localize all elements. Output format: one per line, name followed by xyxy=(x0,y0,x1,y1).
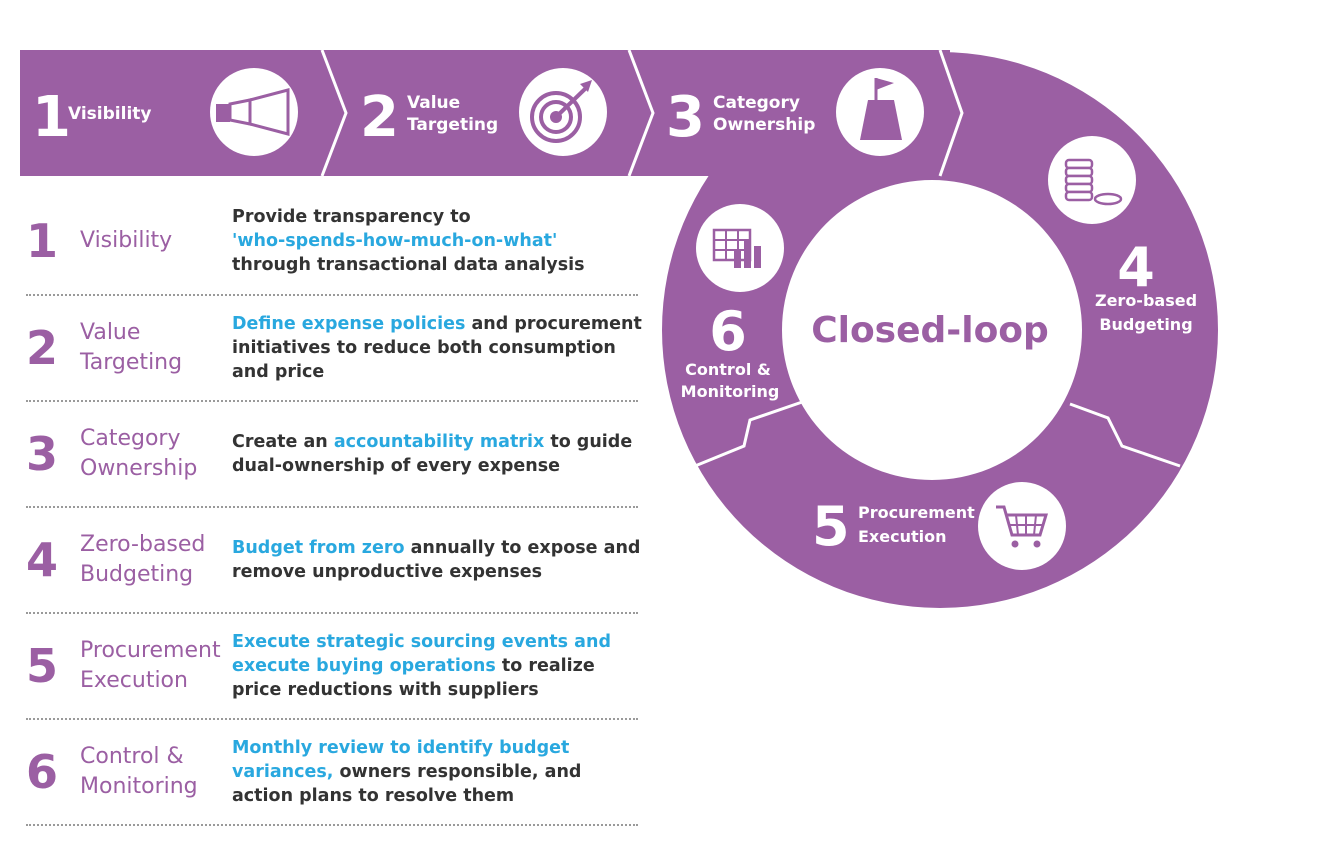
desc-line: through transactional data analysis xyxy=(232,255,585,275)
step-row-name: Zero-based Budgeting xyxy=(80,508,230,612)
desc-highlight: Define expense policies xyxy=(232,314,466,334)
step-row-description: Provide transparency to 'who-spends-how-… xyxy=(232,188,642,294)
step-row-6: 6 Control & Monitoring Monthly review to… xyxy=(26,720,638,826)
banner-step-1-number: 1 xyxy=(32,85,71,150)
loop-step-6-label-line-2: Monitoring xyxy=(681,382,780,401)
step-row-number: 6 xyxy=(26,745,59,799)
ring-divider-5-6 xyxy=(694,398,809,468)
loop-step-6-label-line-1: Control & xyxy=(685,360,771,379)
step-row-name-line: Monitoring xyxy=(80,774,198,799)
banner-step-2-label-line-1: Value xyxy=(407,93,460,113)
center-label: Closed-loop xyxy=(811,310,1049,351)
step-row-number: 5 xyxy=(26,639,59,693)
step-row-name: Control & Monitoring xyxy=(80,720,230,824)
step-row-name-line: Procurement xyxy=(80,638,221,663)
step-row-number: 2 xyxy=(26,321,59,375)
step-row-1: 1 Visibility Provide transparency to 'wh… xyxy=(26,188,638,296)
banner-step-3-label-line-1: Category xyxy=(713,93,800,113)
banner-divider-1 xyxy=(320,49,348,177)
step-row-name: Visibility xyxy=(80,188,230,294)
desc-text: annually to expose and remove unproducti… xyxy=(232,538,641,582)
banner-divider-2 xyxy=(627,49,655,177)
target-icon xyxy=(519,68,607,156)
step-row-description: Create an accountability matrix to guide… xyxy=(232,402,642,506)
step-row-name-line: Targeting xyxy=(80,350,183,375)
desc-text: and procurement initiatives to reduce bo… xyxy=(232,314,642,382)
desc-highlight: Budget from zero xyxy=(232,538,405,558)
loop-step-4-label-line-1: Zero-based xyxy=(1095,291,1197,310)
loop-step-4-label-line-2: Budgeting xyxy=(1099,315,1192,334)
desc-text: owners responsible, and action plans to … xyxy=(232,762,582,806)
coins-icon xyxy=(1048,136,1136,224)
loop-step-5-label-line-1: Procurement xyxy=(858,503,975,522)
desc-line-highlight: 'who-spends-how-much-on-what' xyxy=(232,231,558,251)
step-row-2: 2 Value Targeting Define expense policie… xyxy=(26,296,642,402)
step-row-name-line: Execution xyxy=(80,668,188,693)
desc-text: to realize price reductions with supplie… xyxy=(232,656,595,700)
step-row-description: Budget from zero annually to expose and … xyxy=(232,508,642,612)
desc-text: Create an xyxy=(232,432,334,452)
banner-step-3-number: 3 xyxy=(666,85,705,150)
step-row-name-line: Budgeting xyxy=(80,562,194,587)
step-row-number: 4 xyxy=(26,533,59,587)
step-row-name: Category Ownership xyxy=(80,402,230,506)
banner-step-2-number: 2 xyxy=(360,85,399,150)
step-row-name: Value Targeting xyxy=(80,296,230,400)
step-row-4: 4 Zero-based Budgeting Budget from zero … xyxy=(26,508,640,614)
banner-step-2-label-line-2: Targeting xyxy=(407,115,498,135)
loop-step-5-number: 5 xyxy=(812,495,850,558)
step-row-number: 3 xyxy=(26,427,59,481)
ring-divider-4-5 xyxy=(1069,402,1181,468)
desc-text: to guide dual-ownership of every expense xyxy=(232,432,633,476)
spreadsheet-chart-icon xyxy=(696,204,784,292)
loop-step-6-number: 6 xyxy=(709,300,747,363)
step-row-3: 3 Category Ownership Create an accountab… xyxy=(26,402,638,508)
step-row-name: Procurement Execution xyxy=(80,614,230,718)
banner-divider-3 xyxy=(938,49,964,177)
step-row-name-line: Visibility xyxy=(80,228,173,253)
step-row-name-line: Ownership xyxy=(80,456,198,481)
flag-on-hill-icon xyxy=(836,68,924,156)
step-row-description: Define expense policies and procurement … xyxy=(232,296,642,400)
banner-step-1-label: Visibility xyxy=(68,104,152,124)
step-row-5: 5 Procurement Execution Execute strategi… xyxy=(26,614,638,720)
step-row-name-line: Zero-based xyxy=(80,532,206,557)
loop-step-4-number: 4 xyxy=(1117,236,1155,299)
step-row-name-line: Value xyxy=(80,320,141,345)
step-row-description: Execute strategic sourcing events and ex… xyxy=(232,614,642,718)
shopping-cart-icon xyxy=(978,482,1066,570)
banner-step-3-label-line-2: Ownership xyxy=(713,115,815,135)
desc-highlight: Execute strategic sourcing events and ex… xyxy=(232,632,611,676)
step-row-description: Monthly review to identify budget varian… xyxy=(232,720,642,824)
desc-line: Provide transparency to xyxy=(232,207,471,227)
step-row-name-line: Category xyxy=(80,426,181,451)
desc-highlight: accountability matrix xyxy=(333,432,545,452)
banner-band xyxy=(20,50,950,176)
desc-highlight: Monthly review to identify budget varian… xyxy=(232,738,570,782)
flashlight-icon xyxy=(210,68,298,156)
loop-step-5-label-line-2: Execution xyxy=(858,527,947,546)
step-row-name-line: Control & xyxy=(80,744,184,769)
step-row-number: 1 xyxy=(26,214,59,268)
